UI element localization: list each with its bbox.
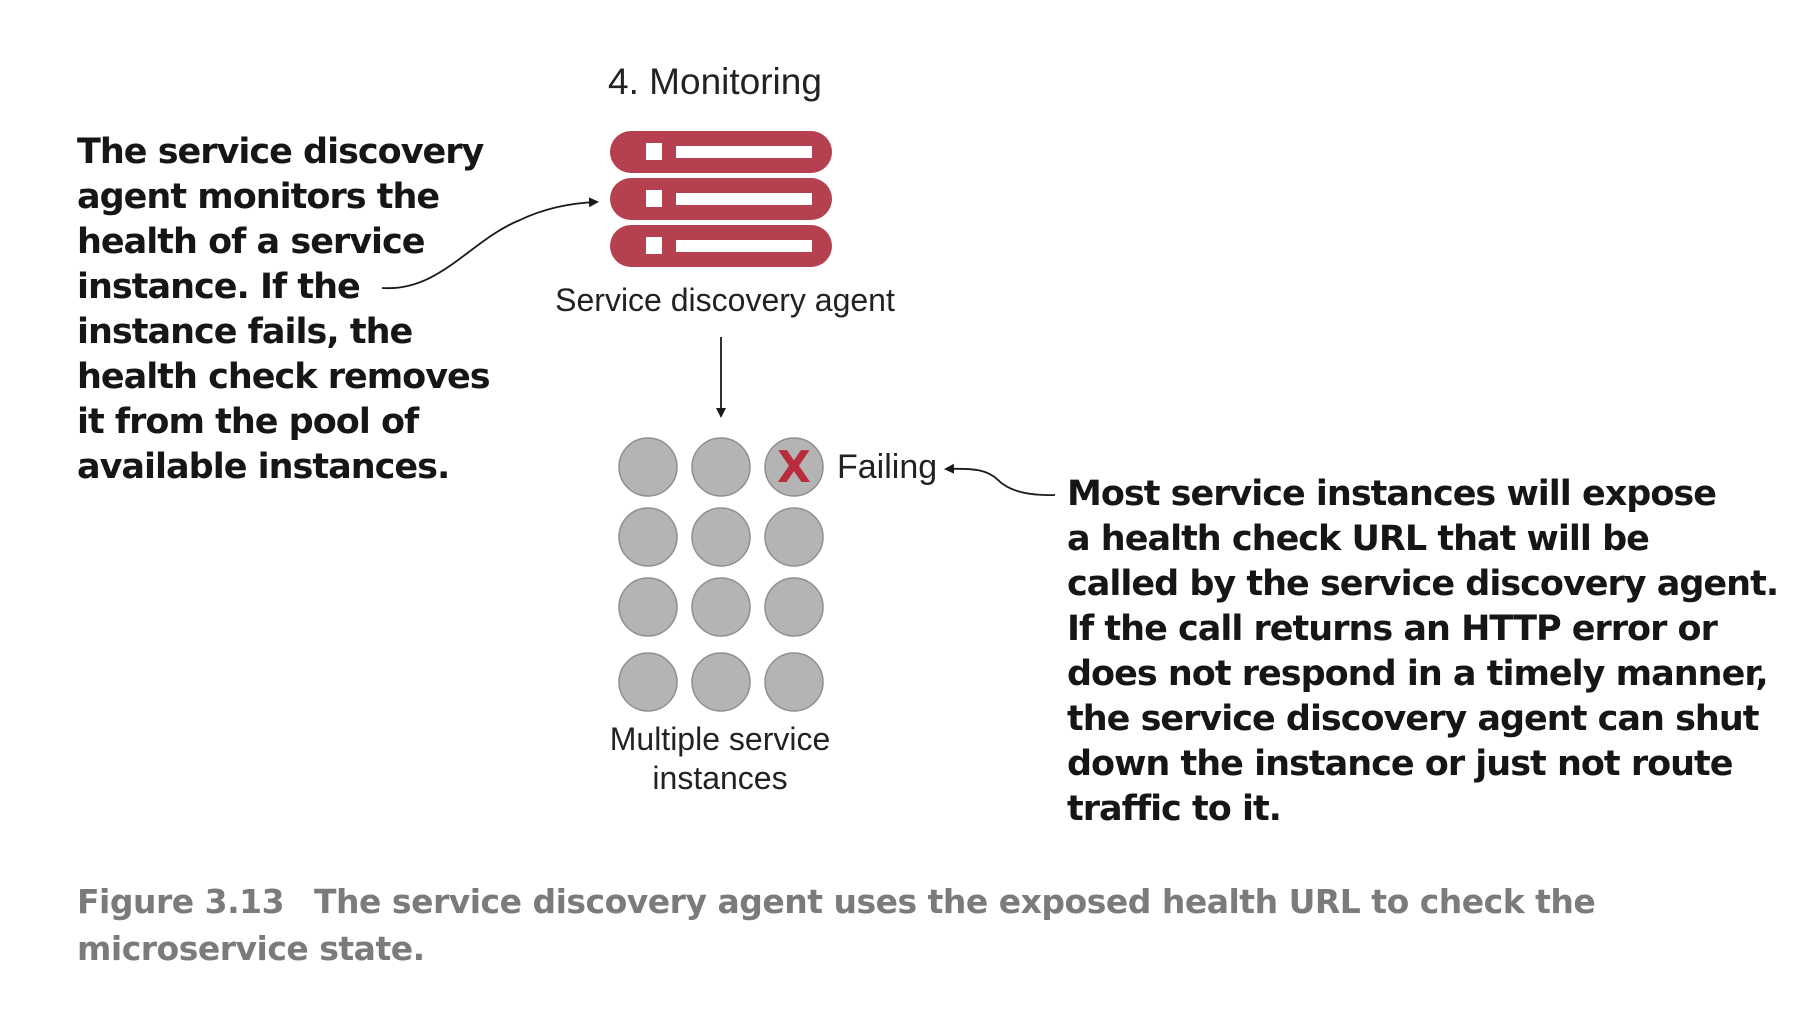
note-line: available instances.	[77, 447, 450, 487]
server-unit	[610, 131, 832, 173]
service-instance-icon	[764, 652, 824, 712]
note-line: health check removes	[77, 357, 491, 397]
note-line: does not respond in a timely manner,	[1067, 654, 1769, 694]
server-unit	[610, 225, 832, 267]
service-instance-icon	[764, 507, 824, 567]
note-line: health of a service	[77, 222, 426, 262]
figure-number: Figure 3.13	[77, 882, 285, 921]
health-check-note: Most service instances will expose a hea…	[1067, 472, 1779, 832]
service-instance-icon	[691, 577, 751, 637]
note-line: the service discovery agent can shut	[1067, 699, 1759, 739]
service-instance-grid: X	[618, 437, 824, 712]
note-line: The service discovery	[77, 132, 484, 172]
failing-label: Failing	[837, 448, 938, 486]
server-stack-icon	[610, 131, 832, 267]
service-instance-icon	[618, 507, 678, 567]
service-instance-icon	[618, 577, 678, 637]
failing-instance-icon	[764, 437, 824, 497]
x-mark-icon: X	[777, 442, 811, 493]
service-instance-icon	[691, 652, 751, 712]
note-line: agent monitors the	[77, 177, 440, 217]
note-line: a health check URL that will be	[1067, 519, 1650, 559]
service-instance-icon	[691, 437, 751, 497]
instances-label-line: instances	[652, 760, 788, 796]
note-line: traffic to it.	[1067, 789, 1282, 829]
note-line: it from the pool of	[77, 402, 419, 442]
note-to-failing-arrow	[944, 463, 1056, 496]
service-instance-icon	[691, 507, 751, 567]
agent-label: Service discovery agent	[555, 282, 895, 318]
note-line: down the instance or just not route	[1067, 744, 1734, 784]
note-line: Most service instances will expose	[1067, 474, 1717, 514]
monitoring-note: The service discovery agent monitors the…	[77, 130, 491, 490]
note-line: If the call returns an HTTP error or	[1067, 609, 1718, 649]
note-line: instance fails, the	[77, 312, 413, 352]
service-instance-icon	[618, 652, 678, 712]
server-unit	[610, 178, 832, 220]
service-instance-icon	[618, 437, 678, 497]
instances-label: Multiple service instances	[570, 720, 870, 798]
figure-caption-text: The service discovery agent uses the exp…	[77, 882, 1596, 968]
service-instance-icon	[764, 577, 824, 637]
instances-label-line: Multiple service	[609, 721, 831, 757]
note-to-agent-arrow	[381, 197, 599, 289]
note-line: called by the service discovery agent.	[1067, 564, 1779, 604]
diagram-title: 4. Monitoring	[608, 61, 822, 102]
note-line: instance. If the	[77, 267, 361, 307]
